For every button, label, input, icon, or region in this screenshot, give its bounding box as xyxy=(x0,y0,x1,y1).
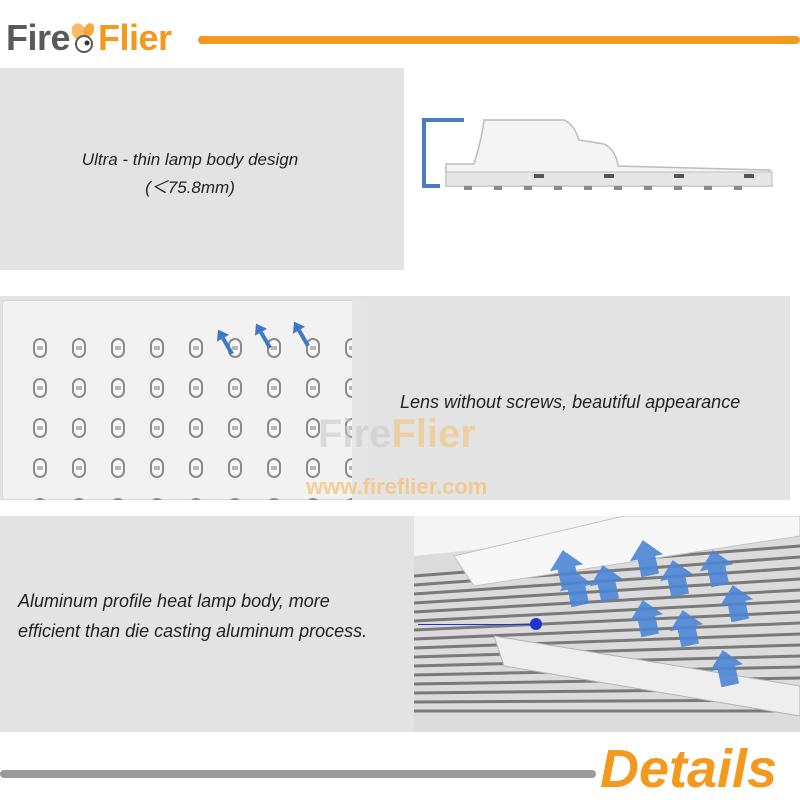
caption-line: efficient than die casting aluminum proc… xyxy=(18,621,368,641)
led-lens-image xyxy=(2,300,368,500)
logo-text-fire: Fire xyxy=(6,17,71,58)
feature-lens-caption: Lens without screws, beautiful appearanc… xyxy=(400,392,741,412)
arrow-up-icon xyxy=(629,540,664,578)
watermark-text-flier: Flier xyxy=(391,412,476,456)
heatsink-image xyxy=(414,516,800,732)
led-lens xyxy=(308,498,318,500)
arrow-up-icon xyxy=(629,600,664,638)
feature-heatsink-caption: Aluminum profile heat lamp body, more ef… xyxy=(18,586,367,646)
arrow-up-icon xyxy=(669,610,704,648)
arrow-up-icon xyxy=(589,565,624,603)
led-lens xyxy=(152,498,162,500)
led-lens xyxy=(74,498,84,500)
watermark-logo: FireFlier xyxy=(318,412,476,457)
arrow-up-icon xyxy=(559,570,594,608)
callout-dot xyxy=(530,618,542,630)
brand-logo: Fire Flier xyxy=(6,14,172,62)
caption-line: Aluminum profile heat lamp body, more xyxy=(18,591,330,611)
watermark-url: www.fireflier.com xyxy=(306,474,488,499)
arrow-up-icon xyxy=(292,321,310,347)
arrow-up-icon xyxy=(719,585,754,623)
caption-line: (＜75.8mm) xyxy=(145,178,235,197)
arrow-up-icon xyxy=(659,560,694,598)
arrow-up-icon xyxy=(254,323,272,349)
bee-logo-icon xyxy=(71,22,97,54)
arrow-up-icon xyxy=(216,329,234,355)
caption-line: Ultra - thin lamp body design xyxy=(81,150,299,169)
logo-text-flier: Flier xyxy=(98,17,172,58)
led-lens xyxy=(113,498,123,500)
arrow-up-icon xyxy=(709,650,744,688)
details-title: Details xyxy=(600,739,778,799)
feature-thin-body-caption: Ultra - thin lamp body design (＜75.8mm) xyxy=(40,146,340,202)
led-lens xyxy=(191,498,201,500)
led-lens xyxy=(269,498,279,500)
footer-divider xyxy=(0,770,596,778)
lamp-profile-image xyxy=(404,68,800,270)
feature-thin-body-panel xyxy=(0,68,404,270)
header-divider xyxy=(198,36,800,44)
callout-line xyxy=(418,624,536,625)
led-lens xyxy=(230,498,240,500)
arrow-up-icon xyxy=(699,550,734,588)
watermark-text-fire: Fire xyxy=(318,412,392,456)
led-lens xyxy=(35,498,45,500)
